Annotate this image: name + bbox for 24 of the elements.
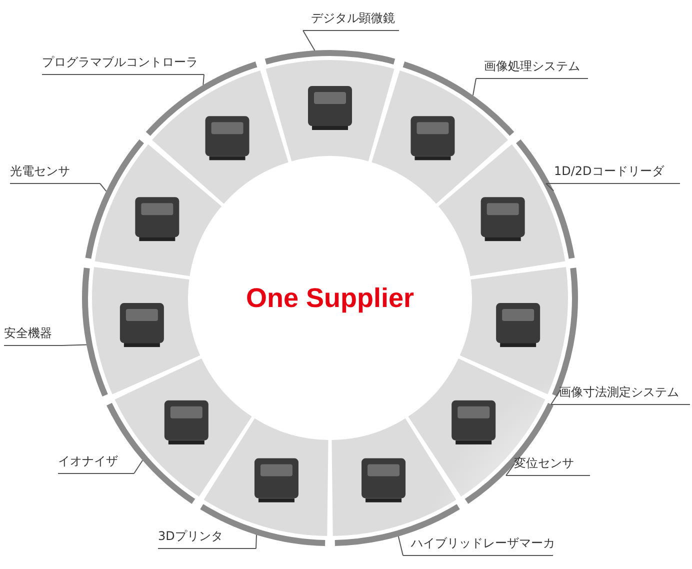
product-label: ハイブリッドレーザマーカ: [403, 535, 553, 556]
leader-line: [100, 183, 107, 192]
leader-line: [302, 30, 316, 51]
leader-line: [256, 534, 257, 549]
product-label: 画像処理システム: [476, 58, 588, 79]
product-label: 光電センサ: [10, 163, 100, 184]
product-label: 3Dプリンタ: [158, 528, 256, 549]
leader-line: [550, 389, 561, 405]
product-label: デジタル顕微鏡: [303, 10, 399, 31]
leader-line: [134, 460, 144, 474]
product-label: 1D/2Dコードリーダ: [546, 163, 680, 184]
product-label: イオナイザ: [58, 453, 134, 474]
product-photo-segment: [82, 266, 200, 396]
center-slogan: One Supplier: [246, 282, 414, 314]
leader-line: [398, 536, 404, 556]
product-label: 安全機器: [4, 325, 62, 346]
product-label: 変位センサ: [506, 455, 590, 476]
leader-line: [472, 78, 476, 96]
leader-line: [62, 344, 87, 346]
leader-line: [546, 183, 554, 192]
product-label: プログラマブルコントローラ: [42, 54, 204, 75]
product-label: 画像寸法測定システム: [551, 384, 690, 405]
leader-line: [506, 463, 516, 476]
leader-line: [202, 74, 204, 86]
